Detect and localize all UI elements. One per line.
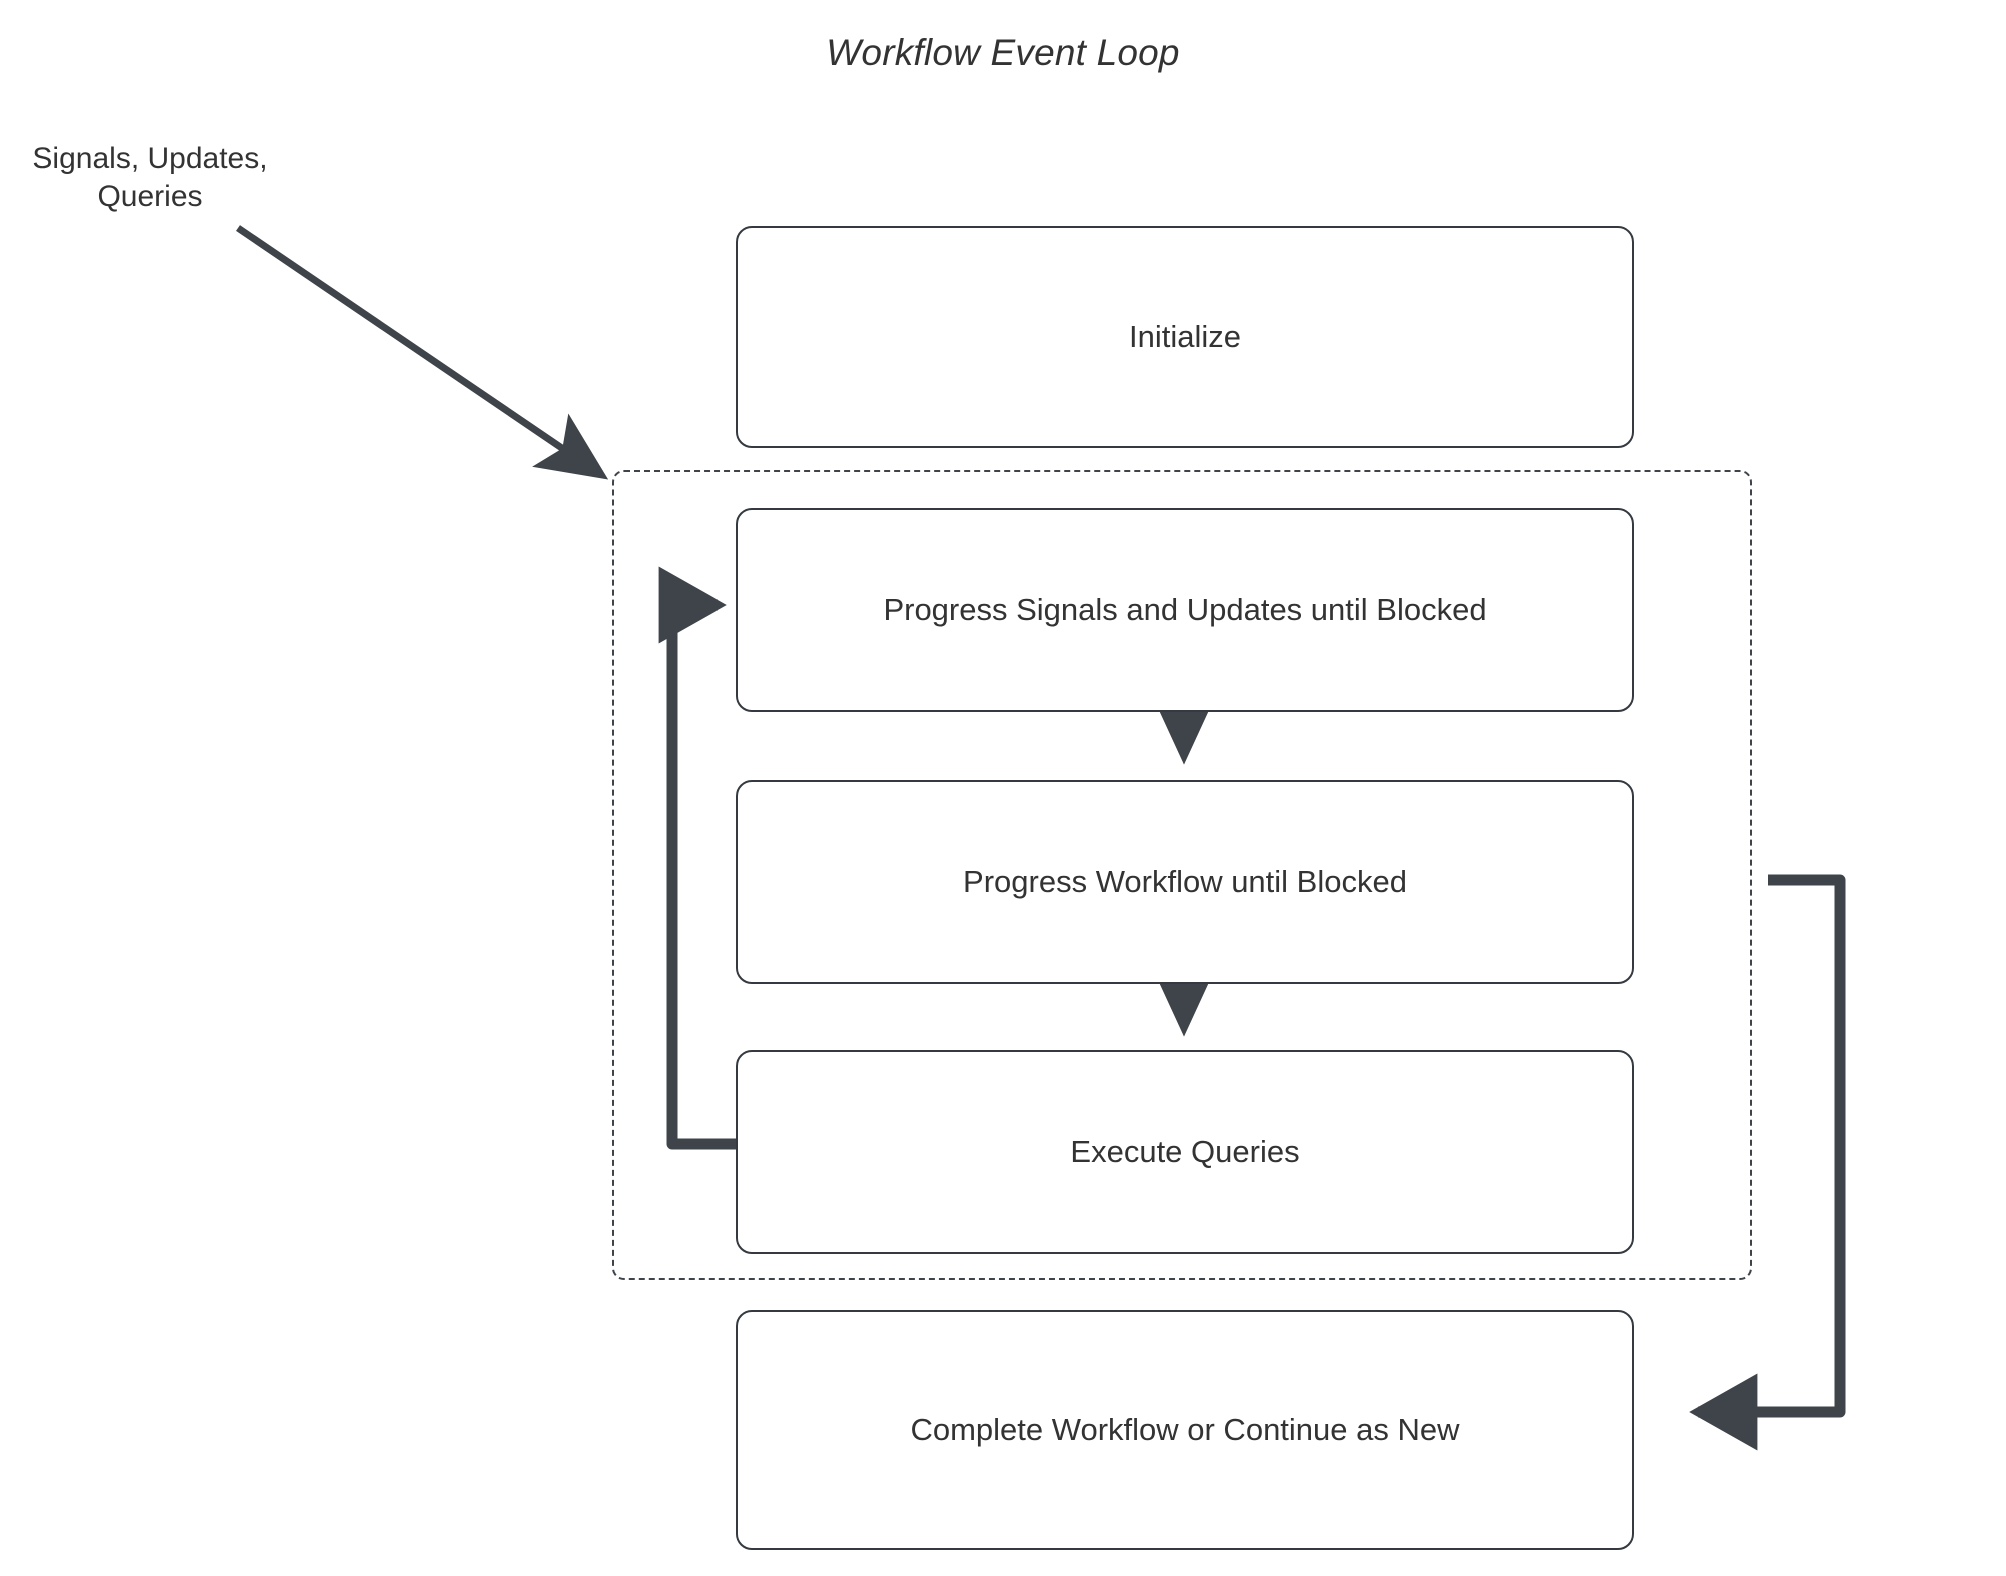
- node-complete-workflow-label: Complete Workflow or Continue as New: [910, 1412, 1460, 1447]
- node-complete-workflow[interactable]: Complete Workflow or Continue as New: [736, 1310, 1634, 1550]
- node-execute-queries[interactable]: Execute Queries: [736, 1050, 1634, 1254]
- signals-updates-queries-label: Signals, Updates, Queries: [32, 142, 268, 214]
- node-progress-workflow-label: Progress Workflow until Blocked: [963, 864, 1407, 899]
- node-initialize[interactable]: Initialize: [736, 226, 1634, 448]
- edge-input-to-loop: [236, 225, 609, 480]
- node-execute-queries-label: Execute Queries: [1070, 1134, 1300, 1169]
- node-progress-workflow[interactable]: Progress Workflow until Blocked: [736, 780, 1634, 984]
- node-progress-signals-label: Progress Signals and Updates until Block…: [883, 592, 1487, 627]
- diagram-title: Workflow Event Loop: [826, 32, 1180, 73]
- event-loop-cluster: [612, 470, 1752, 1280]
- node-initialize-label: Initialize: [1129, 319, 1241, 354]
- node-progress-signals[interactable]: Progress Signals and Updates until Block…: [736, 508, 1634, 712]
